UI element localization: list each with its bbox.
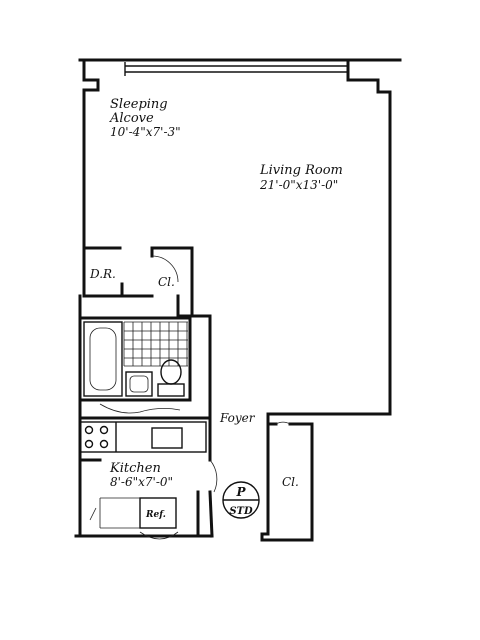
sleeping-alcove-label-1: Sleeping <box>110 97 168 112</box>
kitchen-fixtures <box>79 421 291 540</box>
bathtub <box>83 321 123 397</box>
closet-2-label: Cl. <box>282 475 299 489</box>
kitchen-counter-low <box>99 497 140 529</box>
toilet-tank <box>157 383 185 397</box>
bath-door-arc <box>99 403 181 414</box>
sink <box>125 371 153 397</box>
plan-code-symbol <box>222 481 260 519</box>
kitchen-sink <box>151 427 183 449</box>
exterior-walls <box>74 60 392 542</box>
dining-label: D.R. <box>89 267 116 281</box>
kitchen-sketch-marks <box>89 507 179 540</box>
living-room-label: Living Room <box>259 163 343 178</box>
living-room-dims: 21'-0"x13'-0" <box>259 178 338 192</box>
plan-code-top: P <box>235 485 246 499</box>
closet-1-label: Cl. <box>158 275 175 289</box>
toilet-bowl <box>160 359 182 385</box>
refrigerator-label: Ref. <box>145 510 166 520</box>
window-band <box>78 58 402 76</box>
sleeping-alcove-dims: 10'-4"x7'-3" <box>110 125 181 139</box>
kitchen-label: Kitchen <box>109 461 161 476</box>
interior-walls <box>78 246 214 538</box>
tile-grid <box>123 321 188 367</box>
plan-code-bottom: STD <box>229 506 253 517</box>
foyer-label: Foyer <box>219 411 256 425</box>
refrigerator <box>139 497 177 529</box>
sleeping-alcove-label-2: Alcove <box>109 111 154 126</box>
stove-burners <box>84 425 109 449</box>
bathroom <box>83 321 188 414</box>
kitchen-dims: 8'-6"x7'-0" <box>110 475 173 489</box>
